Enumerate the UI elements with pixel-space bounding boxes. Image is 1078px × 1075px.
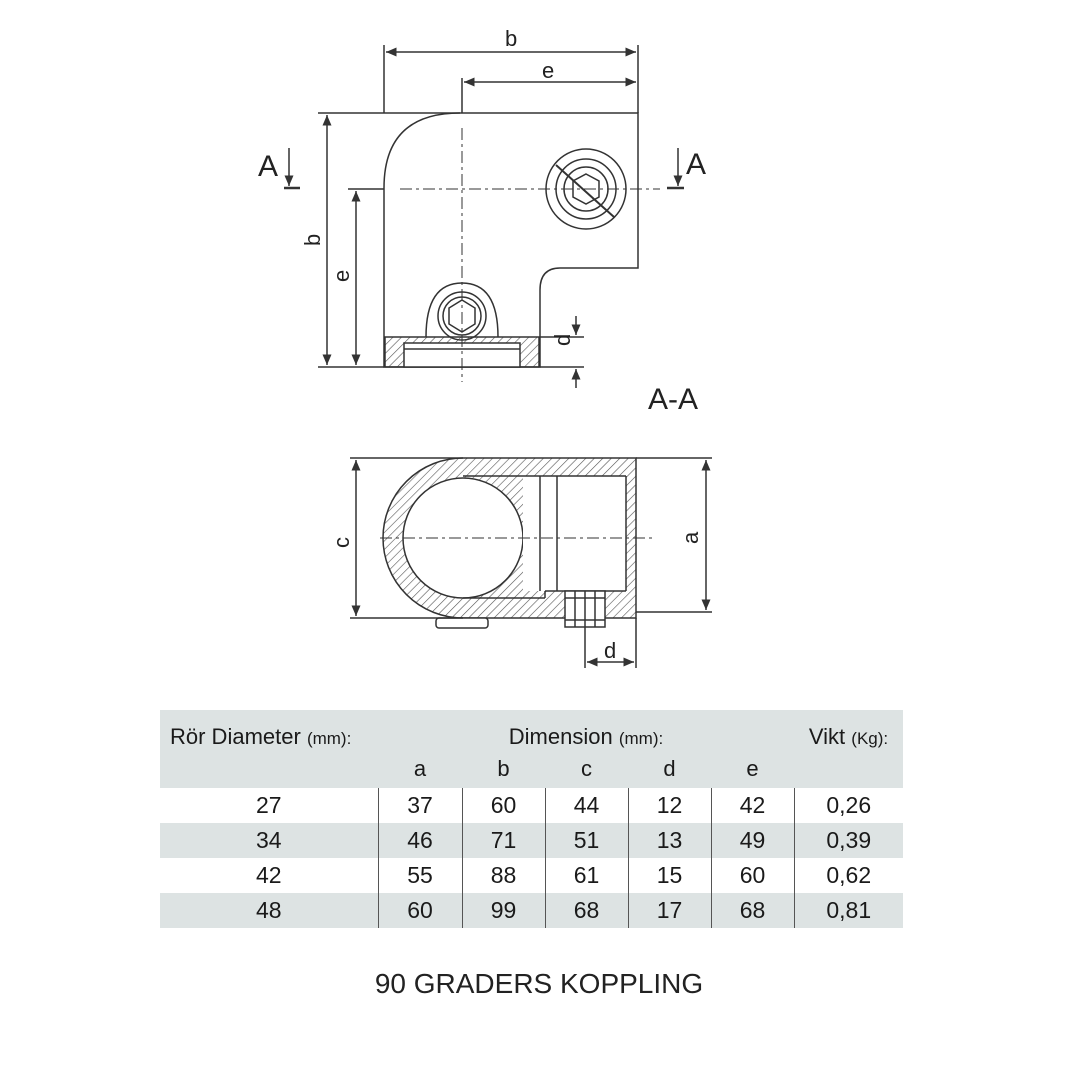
table-cell: 60 [377,893,462,928]
header-diameter-unit: (mm): [306,729,352,748]
header-col-c: c [545,750,628,788]
front-view [284,45,684,388]
table-cell: 88 [461,858,545,893]
dim-label-b-left: b [300,234,325,246]
header-col-b: b [462,750,545,788]
table-cell: 51 [544,823,628,858]
table-cell: 42 [710,788,794,823]
header-weight-label: Vikt [808,724,846,749]
header-diameter-label: Rör Diameter [170,724,301,749]
dim-label-d-section: d [604,638,616,663]
table-cell: 49 [710,823,794,858]
table-cell: 61 [544,858,628,893]
table-cell: 44 [544,788,628,823]
table-cell: 68 [710,893,794,928]
table-cell: 37 [377,788,462,823]
header-sub-blank [160,750,378,788]
table-cell: 46 [377,823,462,858]
table-cell: 71 [461,823,545,858]
table-cell: 34 [160,823,378,858]
header-dimension-label: Dimension [508,724,613,749]
table-cell: 48 [160,893,378,928]
header-col-d: d [628,750,711,788]
table-row: 42 55 88 61 15 60 0,62 [160,858,903,893]
dim-label-e-left: e [329,270,354,282]
header-col-e: e [711,750,794,788]
header-diameter: Rör Diameter (mm): [160,710,378,750]
section-view-title: A-A [648,383,698,416]
table-cell: 42 [255,862,282,888]
table-row: 48 60 99 68 17 68 0,81 [160,893,903,928]
dimension-table: Rör Diameter (mm): Dimension (mm): Vikt … [160,710,903,928]
product-caption: 90 GRADERS KOPPLING [374,968,704,999]
table-cell: 60 [710,858,794,893]
dim-label-c: c [329,537,354,548]
header-weight-unit: (Kg): [851,729,889,748]
dim-label-e-top: e [542,58,554,83]
header-weight: Vikt (Kg): [794,710,903,750]
dim-label-b-top: b [505,26,517,51]
dim-label-d-front: d [550,334,575,346]
table-cell: 12 [627,788,711,823]
header-sub-blank-weight [794,750,903,788]
table-cell: 15 [627,858,711,893]
table-cell: 0,81 [793,893,903,928]
technical-drawing: A A b e b e d A-A [258,26,712,668]
table-cell: 55 [377,858,462,893]
table-cell: 27 [255,792,282,818]
table-cell: 17 [627,893,711,928]
section-view [350,457,712,668]
section-marker-right: A [686,148,706,181]
table-cell: 99 [461,893,545,928]
table-cell: 60 [461,788,545,823]
table-row: 34 46 71 51 13 49 0,39 [160,823,903,858]
header-dimension-unit: (mm): [618,729,664,748]
header-dimension: Dimension (mm): [378,710,794,750]
table-cell: 13 [627,823,711,858]
header-col-a: a [378,750,462,788]
table-cell: 0,39 [793,823,903,858]
table-cell: 68 [544,893,628,928]
dim-label-a: a [678,531,703,544]
table-cell: 0,26 [793,788,903,823]
section-marker-left: A [258,150,278,183]
table-row: 27 37 60 44 12 42 0,26 [160,788,903,823]
table-cell: 0,62 [793,858,903,893]
